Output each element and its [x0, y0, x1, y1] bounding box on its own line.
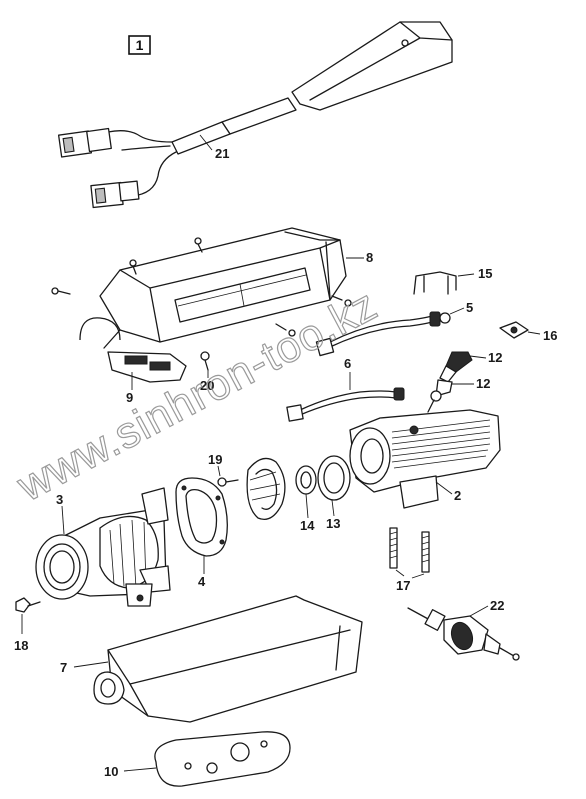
part-2-heat-exchanger	[349, 409, 501, 509]
callout-14: 14	[300, 518, 315, 533]
callout-19: 19	[208, 452, 222, 467]
callout-15: 15	[478, 266, 492, 281]
callout-6: 6	[344, 356, 351, 371]
callout-10: 10	[104, 764, 118, 779]
part-12-glow-plug-upper	[439, 351, 487, 383]
callout-8: 8	[366, 250, 373, 265]
part-17-studs	[389, 527, 430, 579]
figure-label-text: 1	[136, 37, 144, 53]
part-5-sensor-cable	[315, 307, 465, 357]
callout-9: 9	[126, 390, 133, 405]
callout-18: 18	[14, 638, 28, 653]
part-3-blower-motor	[35, 487, 171, 607]
part-15-clip	[413, 271, 475, 295]
part-12-fitting-lower	[427, 379, 474, 413]
callout-20: 20	[200, 378, 214, 393]
part-21-control-unit-harness	[57, 21, 453, 209]
part-7-lower-housing	[73, 595, 363, 723]
part-8-upper-cover	[51, 227, 364, 349]
callout-2: 2	[454, 488, 461, 503]
part-13-sealing-ring	[317, 455, 351, 517]
callout-12b: 12	[476, 376, 490, 391]
figure-label-box: 1	[128, 35, 151, 55]
part-16-clip	[499, 321, 541, 339]
callout-17: 17	[396, 578, 410, 593]
part-18-screw	[15, 597, 41, 634]
part-19-screw	[217, 465, 239, 487]
part-9-bracket	[107, 351, 187, 390]
callout-13: 13	[326, 516, 340, 531]
part-6-temperature-sensor	[286, 372, 405, 422]
callout-5: 5	[466, 300, 473, 315]
part-22-dosing-pump	[407, 605, 520, 661]
part-4-gasket	[175, 477, 228, 574]
callout-21: 21	[215, 146, 229, 161]
callout-4: 4	[198, 574, 206, 589]
callout-3: 3	[56, 492, 63, 507]
callout-7: 7	[60, 660, 67, 675]
burner-insert	[246, 457, 286, 521]
part-20-screw	[200, 351, 210, 378]
callout-16: 16	[543, 328, 557, 343]
part-14-ring	[295, 465, 317, 519]
part-10-base-gasket	[123, 731, 291, 787]
callout-12a: 12	[488, 350, 502, 365]
callout-22: 22	[490, 598, 504, 613]
